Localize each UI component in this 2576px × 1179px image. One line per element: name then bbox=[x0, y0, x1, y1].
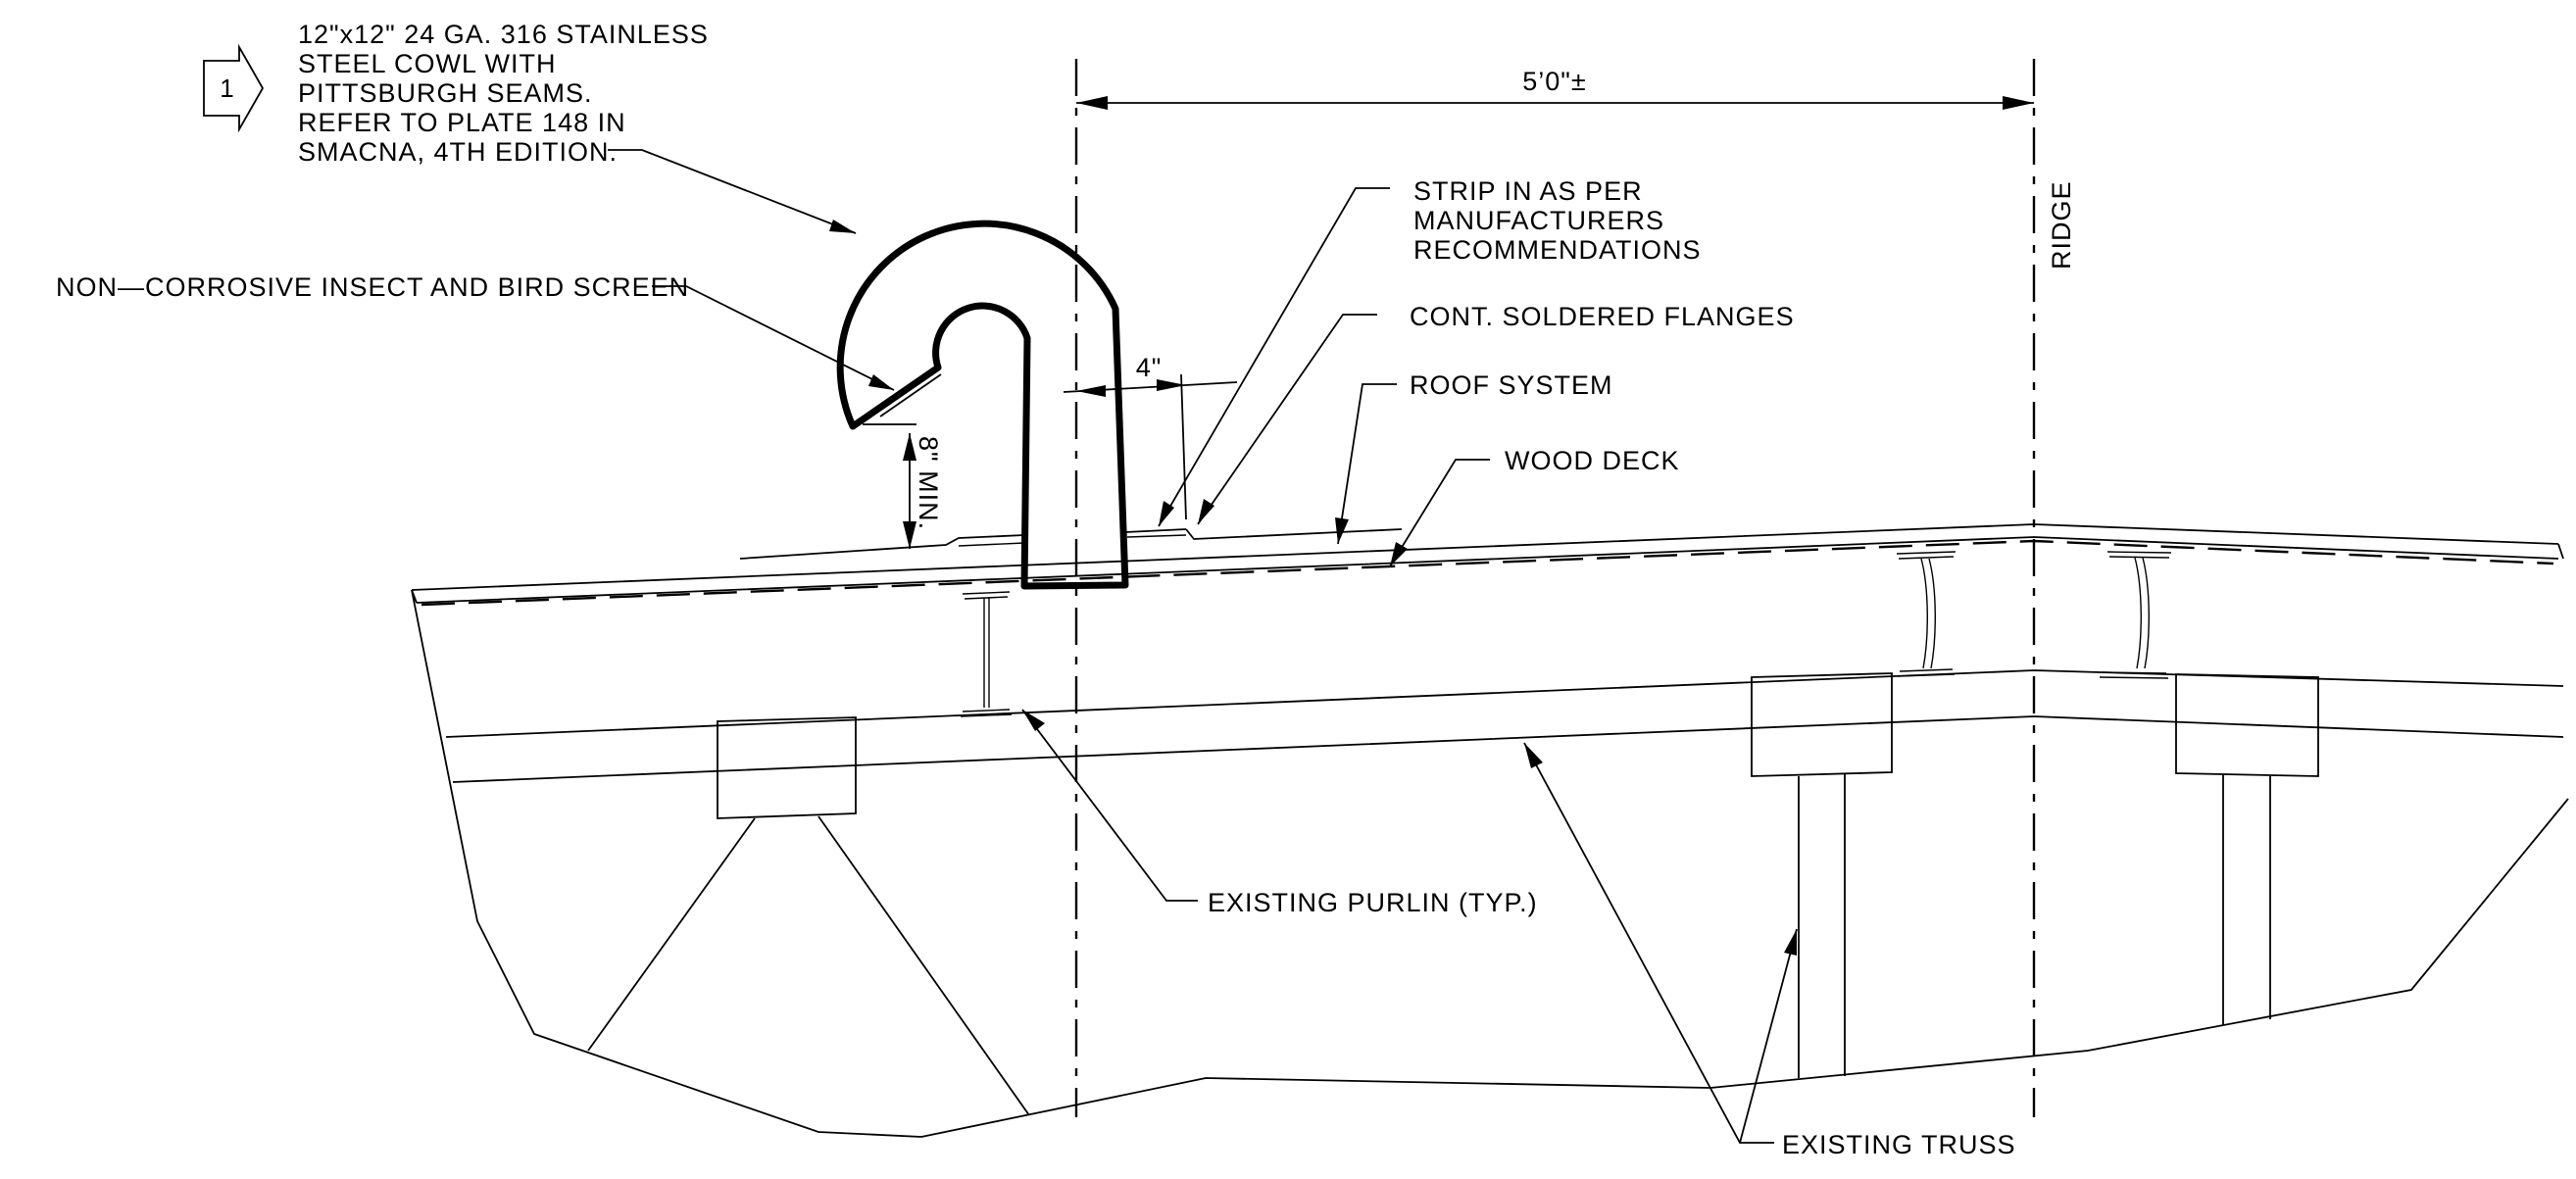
purlin-center bbox=[1896, 551, 1957, 677]
leaders bbox=[608, 149, 1798, 1144]
strip-note-line-2: MANUFACTURERS bbox=[1413, 206, 1664, 235]
cowl-note-line-3: PITTSBURGH SEAMS. bbox=[298, 78, 593, 108]
roof-system-note: ROOF SYSTEM bbox=[1410, 370, 1613, 400]
cowl-note-line-2: STEEL COWL WITH bbox=[298, 49, 557, 78]
purlin-left bbox=[960, 591, 1013, 717]
cowl-note-line-4: REFER TO PLATE 148 IN bbox=[298, 108, 626, 137]
offset-dimension bbox=[1063, 373, 1238, 520]
flanges-note: CONT. SOLDERED FLANGES bbox=[1410, 302, 1795, 331]
cowl-note-line-5: SMACNA, 4TH EDITION. bbox=[298, 137, 618, 167]
strip-note-line-3: RECOMMENDATIONS bbox=[1413, 235, 1702, 265]
ridge-label: RIDGE bbox=[2047, 180, 2076, 270]
roof-flashing bbox=[739, 528, 1403, 560]
clearance-dimension-text: 8" MIN. bbox=[914, 436, 943, 530]
offset-dimension-text: 4" bbox=[1136, 353, 1163, 382]
roof-structure bbox=[411, 523, 2569, 1138]
clearance-dimension bbox=[863, 423, 916, 549]
span-dimension bbox=[1076, 96, 2034, 110]
span-dimension-text: 5’0"± bbox=[1522, 67, 1586, 96]
truss-note: EXISTING TRUSS bbox=[1782, 1130, 2016, 1159]
centerlines bbox=[1074, 59, 2036, 1117]
keynote-number: 1 bbox=[220, 74, 234, 103]
wood-deck-note: WOOD DECK bbox=[1505, 446, 1680, 475]
screen-note: NON—CORROSIVE INSECT AND BIRD SCREEN bbox=[56, 272, 689, 302]
stainless-cowl bbox=[836, 220, 1129, 590]
purlin-note: EXISTING PURLIN (TYP.) bbox=[1208, 888, 1538, 917]
purlin-right bbox=[2099, 551, 2172, 679]
cowl-note-line-1: 12"x12" 24 GA. 316 STAINLESS bbox=[298, 20, 709, 49]
annotation-text: 1 12"x12" 24 GA. 316 STAINLESS STEEL COW… bbox=[56, 20, 2076, 1159]
strip-note-line-1: STRIP IN AS PER bbox=[1413, 176, 1643, 206]
keynote-symbol bbox=[203, 43, 265, 133]
